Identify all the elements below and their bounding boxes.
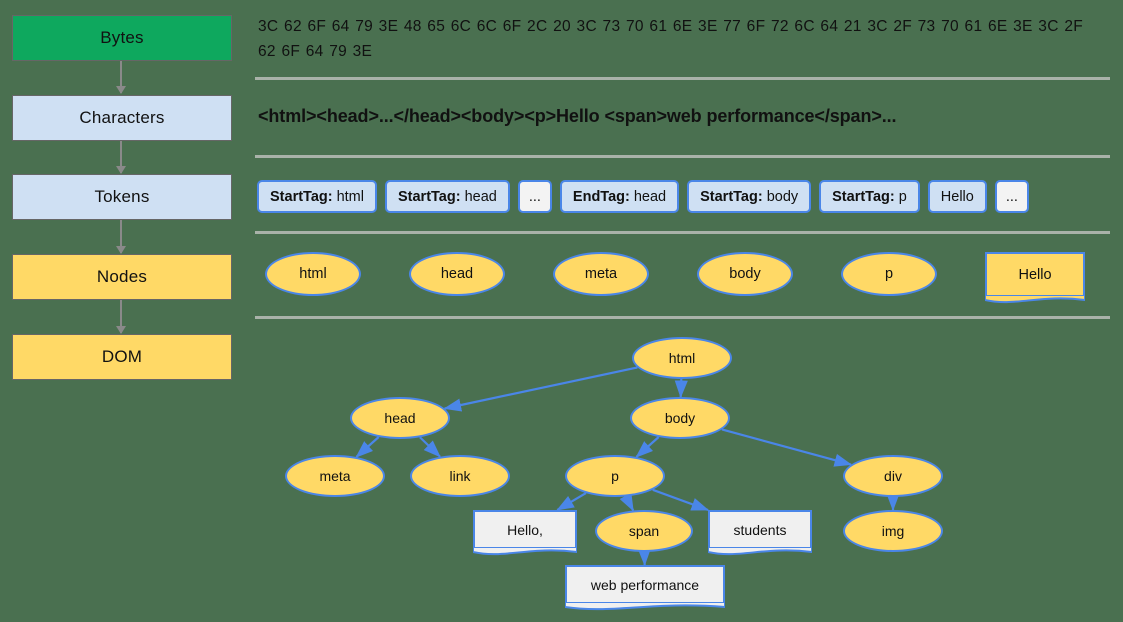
dom-node-element[interactable]: body xyxy=(630,397,730,439)
node-label: head xyxy=(440,266,474,282)
dom-tree-edge xyxy=(674,378,688,399)
dom-node-text[interactable]: students xyxy=(708,510,812,556)
dom-node-label: img xyxy=(881,523,905,539)
dom-tree-edge xyxy=(721,428,853,467)
token-type: StartTag: xyxy=(832,188,895,205)
separator-nodes-dom xyxy=(255,316,1110,319)
token-chip[interactable]: StartTag:head xyxy=(384,180,510,213)
token-type: StartTag: xyxy=(397,188,461,205)
token-value: head xyxy=(633,188,667,205)
dom-node-label: span xyxy=(628,523,660,539)
separator-tokens-nodes xyxy=(255,231,1110,234)
dom-node-text[interactable]: Hello, xyxy=(473,510,577,556)
token-chip[interactable]: ... xyxy=(517,180,552,213)
token-chip[interactable]: ... xyxy=(994,180,1029,213)
characters-markup-text: <html><head>...</head><body><p>Hello <sp… xyxy=(258,106,897,126)
dom-node-label: web performance xyxy=(590,577,700,593)
node-label: p xyxy=(884,266,894,282)
dom-node-label: div xyxy=(884,468,902,484)
node-ellipse[interactable]: body xyxy=(697,252,793,296)
token-value: Hello xyxy=(940,188,974,205)
pipeline-arrow-tokens-to-nodes xyxy=(116,220,126,254)
token-chip[interactable]: StartTag:body xyxy=(687,180,812,213)
node-ellipse[interactable]: meta xyxy=(553,252,649,296)
dom-tree-edge xyxy=(652,488,710,512)
dom-node-element[interactable]: img xyxy=(843,510,943,552)
dom-node-label: meta xyxy=(319,468,351,484)
pipeline-stage-dom[interactable]: DOM xyxy=(12,334,232,380)
pipeline-stage-label: DOM xyxy=(101,347,143,366)
node-label: Hello xyxy=(1018,267,1052,283)
dom-tree-edge xyxy=(419,436,441,458)
dom-tree-edge xyxy=(355,436,380,458)
separator-bytes-characters xyxy=(255,77,1110,80)
node-ellipse[interactable]: p xyxy=(841,252,937,296)
dom-node-element[interactable]: span xyxy=(595,510,693,552)
token-chip[interactable]: EndTag:head xyxy=(559,180,680,213)
dom-tree-edge xyxy=(635,436,660,458)
token-value: body xyxy=(766,188,799,205)
pipeline-stage-nodes[interactable]: Nodes xyxy=(12,254,232,300)
pipeline-stage-label: Tokens xyxy=(94,187,150,206)
dom-node-element[interactable]: head xyxy=(350,397,450,439)
token-chip[interactable]: Hello xyxy=(927,180,987,213)
separator-characters-tokens xyxy=(255,155,1110,158)
pipeline-stage-tokens[interactable]: Tokens xyxy=(12,174,232,220)
node-text-shape[interactable]: Hello xyxy=(985,252,1085,304)
dom-node-label: p xyxy=(611,468,619,484)
dom-node-label: body xyxy=(664,410,696,426)
dom-node-label: link xyxy=(449,468,471,484)
token-type: EndTag: xyxy=(572,188,630,205)
dom-node-text[interactable]: web performance xyxy=(565,565,725,611)
token-value: html xyxy=(336,188,364,205)
node-ellipse[interactable]: head xyxy=(409,252,505,296)
token-type: StartTag: xyxy=(700,188,763,205)
token-value: ... xyxy=(528,188,541,205)
pipeline-arrow-characters-to-tokens xyxy=(116,141,126,174)
pipeline-arrow-bytes-to-characters xyxy=(116,61,126,94)
node-ellipse[interactable]: html xyxy=(265,252,361,296)
dom-tree-edge xyxy=(619,492,635,512)
token-value: p xyxy=(898,188,907,205)
pipeline-stage-label: Nodes xyxy=(96,267,148,286)
pipeline-stage-characters[interactable]: Characters xyxy=(12,95,232,141)
nodes-row: html head meta body p Hello xyxy=(265,252,1085,304)
node-label: html xyxy=(299,266,327,282)
dom-node-element[interactable]: link xyxy=(410,455,510,497)
node-label: body xyxy=(729,266,761,282)
token-chip[interactable]: StartTag:p xyxy=(819,180,920,213)
token-value: ... xyxy=(1005,188,1018,205)
dom-node-label: html xyxy=(668,350,696,366)
token-value: head xyxy=(464,188,497,205)
node-label: meta xyxy=(584,266,618,282)
dom-tree-edges xyxy=(355,366,900,567)
dom-tree-edge xyxy=(556,492,587,511)
dom-tree-edge xyxy=(443,366,638,412)
dom-node-element[interactable]: meta xyxy=(285,455,385,497)
pipeline-stage-bytes[interactable]: Bytes xyxy=(12,15,232,61)
dom-node-label: students xyxy=(733,522,787,538)
dom-node-label: Hello, xyxy=(507,522,543,538)
token-chip[interactable]: StartTag:html xyxy=(257,180,377,213)
bytes-hex-text: 3C 62 6F 64 79 3E 48 65 6C 6C 6F 2C 20 3… xyxy=(258,18,1084,60)
dom-node-label: head xyxy=(384,410,416,426)
dom-node-element[interactable]: div xyxy=(843,455,943,497)
dom-node-element[interactable]: p xyxy=(565,455,665,497)
pipeline-stage-label: Characters xyxy=(79,108,165,127)
pipeline-arrow-nodes-to-dom xyxy=(116,300,126,334)
token-type: StartTag: xyxy=(270,188,333,205)
pipeline-stage-label: Bytes xyxy=(100,28,144,47)
dom-node-element[interactable]: html xyxy=(632,337,732,379)
